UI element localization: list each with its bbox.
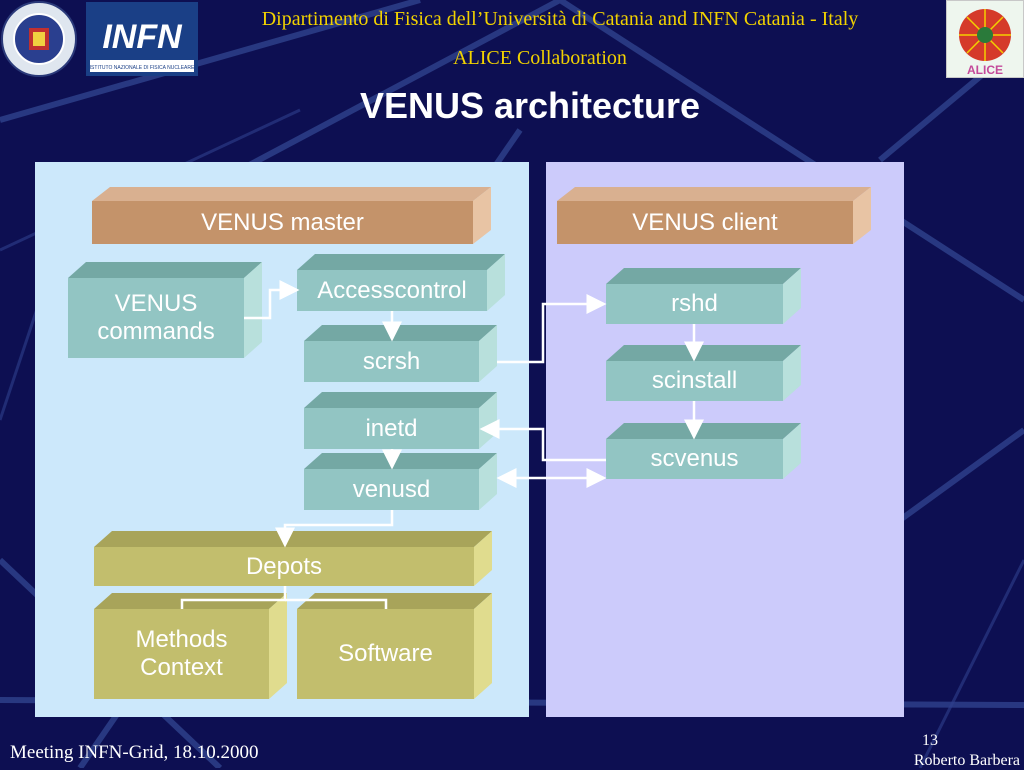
scvenus-label: scvenus — [650, 445, 739, 473]
scrsh-box — [304, 325, 497, 382]
depots-to-methods-connector — [180, 586, 287, 609]
scinstall-label: scinstall — [651, 367, 738, 395]
rshd-box — [606, 268, 801, 324]
venus-client-label: VENUS client — [632, 208, 778, 236]
infn-logo-text: INFN — [102, 18, 183, 56]
inetd-box — [304, 392, 497, 449]
infn-logo-subtext: ISTITUTO NAZIONALE DI FISICA NUCLEARE — [90, 65, 195, 71]
software-label: Software — [338, 640, 433, 668]
scinstall-box — [606, 345, 801, 401]
commands-to-accesscontrol-arrow — [244, 280, 300, 320]
footer-meeting: Meeting INFN-Grid, 18.10.2000 — [10, 742, 259, 763]
venusd-to-depots-arrow — [275, 510, 394, 548]
depots-to-software-connector — [285, 598, 388, 609]
collaboration-header: ALICE Collaboration — [453, 47, 627, 69]
venusd-box — [304, 453, 497, 510]
inetd-label: inetd — [365, 414, 418, 442]
institution-header: Dipartimento di Fisica dell’Università d… — [261, 8, 859, 30]
rshd-label: rshd — [671, 290, 718, 318]
university-logo — [1, 1, 77, 77]
software-box — [297, 593, 492, 699]
venus-client-box — [557, 187, 871, 244]
venus-master-label: VENUS master — [201, 208, 364, 236]
venus-commands-box — [68, 262, 262, 358]
footer-author: Roberto Barbera — [913, 752, 1020, 769]
infn-logo: INFN ISTITUTO NAZIONALE DI FISICA NUCLEA… — [86, 2, 198, 76]
methods-context-label: Methods Context — [135, 626, 228, 681]
venusd-label: venusd — [352, 475, 431, 503]
accesscontrol-label: Accesscontrol — [317, 276, 467, 304]
scvenus-to-inetd-arrow — [479, 419, 606, 462]
scrsh-label: scrsh — [362, 347, 421, 375]
depots-label: Depots — [245, 552, 323, 580]
venus-commands-label: VENUS commands — [97, 290, 215, 345]
alice-logo-text: ALICE — [967, 63, 1003, 77]
scrsh-to-rshd-arrow — [497, 294, 607, 364]
slide-title: VENUS architecture — [359, 85, 701, 126]
page-number: 13 — [922, 732, 938, 749]
venus-master-box — [92, 187, 491, 244]
accesscontrol-box — [297, 254, 505, 311]
